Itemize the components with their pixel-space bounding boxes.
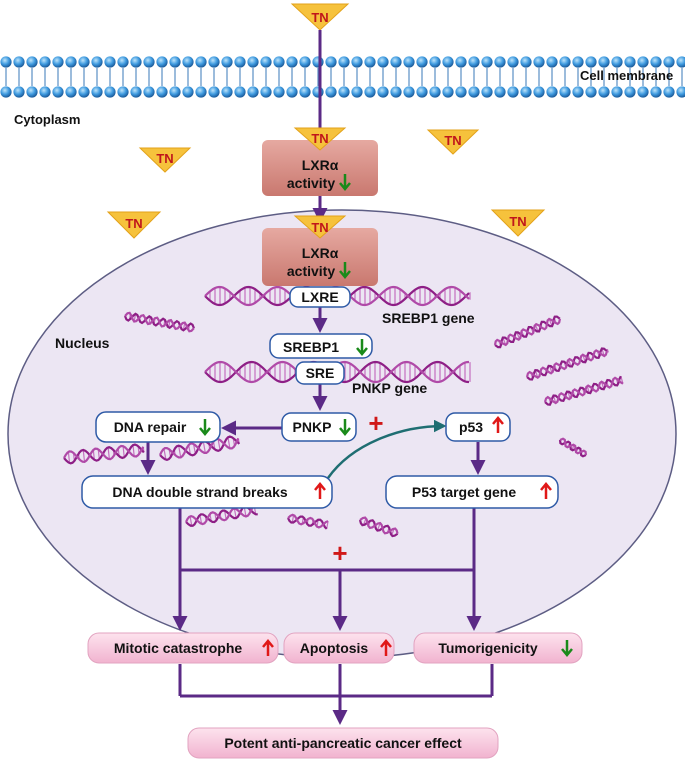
arrow-dsb-to-p53 (326, 419, 447, 479)
down-arrow-icon (356, 339, 368, 356)
up-arrow-icon (540, 482, 552, 499)
svg-text:Potent anti-pancreatic cancer: Potent anti-pancreatic cancer effect (224, 735, 462, 751)
svg-text:activity: activity (287, 263, 335, 279)
lxr-activity-nucleus: TN LXRα activity (262, 215, 378, 286)
svg-text:Tumorigenicity: Tumorigenicity (438, 640, 538, 656)
apoptosis-box: Apoptosis (283, 632, 395, 664)
pnkp-box: PNKP (281, 412, 357, 442)
cell-membrane-label: Cell membrane (580, 68, 673, 83)
sre-box: SRE (295, 361, 345, 385)
tn-marker-left: TN (106, 211, 162, 239)
svg-text:TN: TN (509, 214, 526, 229)
mitotic-catastrophe-box: Mitotic catastrophe (87, 632, 279, 664)
svg-text:TN: TN (311, 220, 328, 235)
svg-text:Apoptosis: Apoptosis (300, 640, 369, 656)
p53-box: p53 (445, 412, 511, 442)
svg-text:TN: TN (444, 133, 461, 148)
svg-text:TN: TN (125, 216, 142, 231)
svg-text:LXRα: LXRα (302, 245, 339, 261)
final-effect-box: Potent anti-pancreatic cancer effect (187, 727, 499, 759)
svg-text:activity: activity (287, 175, 335, 191)
down-arrow-icon (339, 262, 351, 279)
srebp1-box: SREBP1 (269, 333, 373, 359)
nucleus-label: Nucleus (55, 335, 110, 351)
cell-membrane (0, 56, 685, 98)
tn-marker-cytoplasm-right: TN (426, 129, 480, 155)
down-arrow-icon (199, 419, 211, 436)
svg-text:TN: TN (156, 151, 173, 166)
plus-sign-lower: + (332, 538, 347, 568)
svg-text:SRE: SRE (306, 365, 335, 381)
lxr-activity-cytoplasm: TN LXRα activity (262, 127, 378, 196)
up-arrow-icon (314, 482, 326, 499)
svg-text:DNA repair: DNA repair (114, 419, 187, 435)
dna-double-strand-breaks-box: DNA double strand breaks (81, 475, 333, 509)
dna-strands (63, 311, 624, 538)
tn-marker-cytoplasm-left: TN (138, 147, 192, 173)
up-arrow-icon (380, 639, 392, 656)
down-arrow-icon (339, 419, 351, 436)
plus-sign-upper: + (368, 408, 383, 438)
svg-text:TN: TN (311, 131, 328, 146)
p53-target-gene-box: P53 target gene (385, 475, 559, 509)
tn-marker-lxr (293, 127, 347, 151)
svg-text:Mitotic catastrophe: Mitotic catastrophe (114, 640, 243, 656)
up-arrow-icon (262, 639, 274, 656)
svg-text:p53: p53 (459, 419, 483, 435)
cytoplasm-label: Cytoplasm (14, 112, 80, 127)
down-arrow-icon (561, 640, 573, 657)
dna-repair-box: DNA repair (95, 411, 221, 443)
tn-marker-lxr-nuclear (293, 215, 347, 239)
svg-text:LXRα: LXRα (302, 157, 339, 173)
svg-text:P53 target gene: P53 target gene (412, 484, 516, 500)
down-arrow-icon (339, 174, 351, 191)
svg-text:TN: TN (311, 10, 328, 25)
pnkp-gene-label: PNKP gene (352, 380, 427, 396)
tn-marker-right: TN (490, 209, 546, 237)
up-arrow-icon (492, 416, 504, 433)
svg-text:LXRE: LXRE (301, 289, 338, 305)
tumorigenicity-box: Tumorigenicity (413, 632, 583, 664)
svg-text:DNA double strand breaks: DNA double strand breaks (112, 484, 288, 500)
srebp1-gene-label: SREBP1 gene (382, 310, 475, 326)
svg-text:SREBP1: SREBP1 (283, 339, 339, 355)
svg-text:PNKP: PNKP (293, 419, 332, 435)
tn-marker-top: TN (290, 3, 350, 31)
lxre-box: LXRE (289, 286, 351, 308)
